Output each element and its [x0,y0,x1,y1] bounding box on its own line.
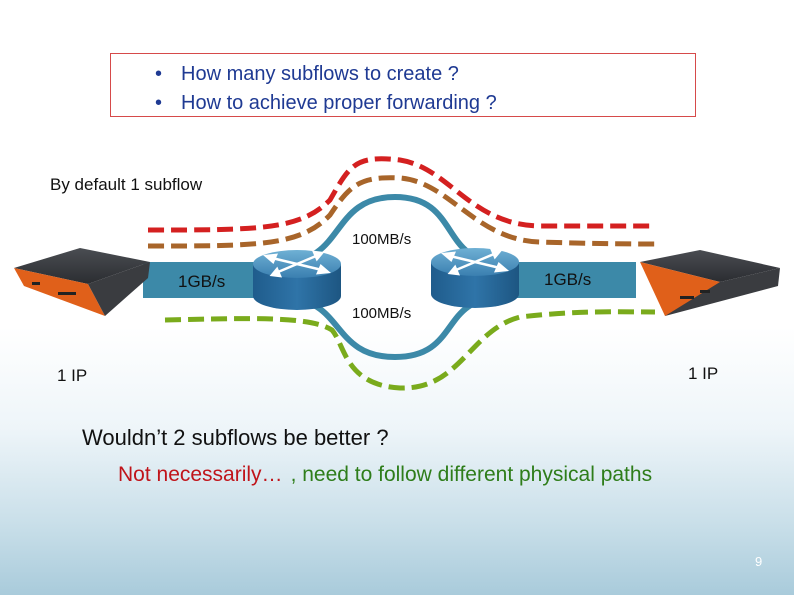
upper-link [282,193,501,265]
green-subflow [164,309,656,391]
footer-question: Wouldn’t 2 subflows be better ? [82,425,389,450]
left-host-ip-label: 1 IP [57,366,88,385]
left-link-label: 1GB/s [178,272,226,291]
bullet: • [155,63,163,85]
left-router-icon [253,250,341,310]
lower-link-label: 100MB/s [352,305,412,322]
question-text: How to achieve proper forwarding ? [181,92,497,114]
question-item: • How many subflows to create ? [155,60,497,89]
lower-link [282,295,501,361]
question-item: • How to achieve proper forwarding ? [155,89,497,118]
answer-red-text: Not necessarily… [118,463,283,486]
right-host-ip-label: 1 IP [688,364,719,383]
left-server-icon [14,248,150,316]
question-box: • How many subflows to create ? • How to a… [110,53,696,117]
brown-subflow [147,175,656,249]
upper-link-label: 100MB/s [352,231,412,248]
bullet: • [155,92,163,114]
question-list: • How many subflows to create ? • How to a… [155,60,497,118]
right-router-icon [431,248,519,308]
red-subflow [147,156,655,233]
question-text: How many subflows to create ? [181,63,459,85]
page-number: 9 [755,554,763,569]
default-subflow-label: By default 1 subflow [50,175,203,194]
right-link-label: 1GB/s [544,270,592,289]
right-server-icon [640,250,780,316]
footer-answer: Not necessarily… , need to follow differe… [118,463,652,487]
answer-green-text: , need to follow different physical path… [290,463,653,486]
